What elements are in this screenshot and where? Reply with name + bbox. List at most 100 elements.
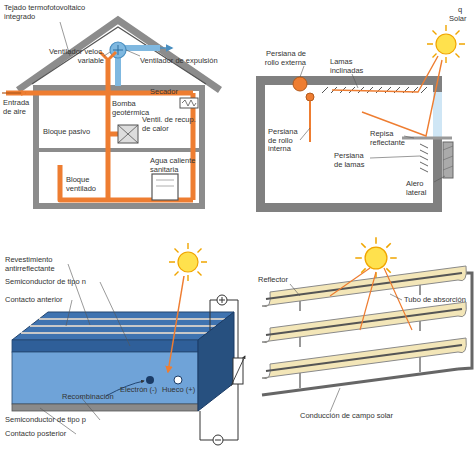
- leader-line: [100, 282, 130, 346]
- part-label: Alero lateral: [406, 180, 436, 197]
- part-label: Persiana de lamas: [334, 152, 374, 169]
- leader-line: [104, 52, 110, 56]
- part-label: Bomba geotérmica: [112, 100, 156, 117]
- water-tank: [152, 174, 178, 200]
- light-ray: [362, 60, 442, 136]
- external-circuit: [231, 356, 245, 386]
- part-label: Semiconductor de tipo n: [5, 278, 105, 287]
- external-circuit: [213, 435, 223, 445]
- part-label: Conducción de campo solar: [300, 412, 410, 421]
- absorber-tube: [266, 309, 462, 335]
- leader-line: [40, 264, 130, 434]
- sun-symbol: [427, 25, 465, 63]
- house-outline: [18, 20, 220, 90]
- part-label: Repisa reflectante: [370, 130, 404, 147]
- part-label: Ventil. de recup. de calor: [142, 116, 200, 133]
- house-outline: [36, 148, 202, 152]
- sun-symbol: [169, 243, 207, 281]
- reflective-shelf: [402, 138, 452, 139]
- part-label: Electrón (-): [120, 386, 162, 395]
- parabolic-reflector: [262, 266, 466, 379]
- air-duct: [2, 92, 26, 93]
- external-circuit: [215, 440, 221, 441]
- house-outline: [18, 20, 220, 206]
- room-wall: [256, 76, 442, 212]
- leader-line: [66, 300, 72, 326]
- symbol-label: Solar: [449, 15, 474, 24]
- leader-line: [370, 156, 420, 158]
- venetian-blind: [420, 144, 428, 172]
- dryer-symbol: [182, 100, 196, 106]
- solar-cell: [12, 312, 234, 411]
- water-tank: [152, 174, 178, 200]
- part-label: Lamas inclinadas: [330, 58, 375, 75]
- light-ray: [168, 276, 184, 372]
- roller-blind: [293, 77, 307, 91]
- leader-line: [290, 284, 300, 296]
- leader-line: [404, 136, 414, 138]
- solar-cell: [12, 404, 198, 411]
- part-label: Bloque pasivo: [43, 128, 105, 137]
- dryer-symbol: [180, 98, 198, 108]
- external-circuit: [217, 295, 227, 305]
- solar-cell: [12, 340, 198, 352]
- part-label: Bloque ventilado: [66, 176, 106, 193]
- roller-blind: [309, 101, 311, 142]
- exhaust-duct: [160, 47, 172, 49]
- roller-blind: [306, 93, 314, 101]
- leader-line: [390, 294, 402, 300]
- reflective-shelf: [402, 137, 452, 140]
- dryer-symbol: [180, 98, 198, 108]
- part-label: Persiana de rollo interna: [268, 128, 308, 154]
- external-circuit: [200, 295, 245, 445]
- water-tank: [156, 180, 174, 186]
- part-label: Revestimiento antirreflectante: [5, 256, 80, 273]
- symbol-label: q: [458, 6, 468, 15]
- leader-line: [434, 176, 445, 182]
- external-circuit: [219, 297, 225, 303]
- part-label: Ventilador de expulsión: [140, 57, 235, 66]
- leader-line: [300, 66, 304, 77]
- part-label: Persiana de rollo externa: [250, 50, 306, 67]
- leader-line: [68, 264, 90, 325]
- heat-recovery-unit: [118, 125, 138, 143]
- side-overhang: [443, 146, 453, 170]
- support-structure: [300, 285, 420, 388]
- part-label: Semiconductor de tipo p: [5, 416, 115, 425]
- light-ray: [330, 268, 412, 330]
- absorber-tube: [266, 345, 462, 371]
- parabolic-reflector: [262, 302, 466, 343]
- light-ray: [330, 268, 412, 330]
- part-label: Entrada de aire: [3, 99, 37, 116]
- leader-line: [300, 128, 310, 140]
- part-label: Agua caliente sanitaria: [150, 157, 200, 174]
- light-ray: [168, 276, 184, 372]
- side-overhang: [443, 142, 453, 178]
- solar-cell: [12, 312, 234, 340]
- charge-carrier: [174, 376, 182, 384]
- leader-line: [126, 50, 140, 56]
- part-label: Contacto anterior: [5, 296, 85, 305]
- part-label: Ventilador veloc. variable: [46, 48, 104, 65]
- part-label: Recombinación: [62, 393, 122, 402]
- venetian-blind: [420, 144, 428, 172]
- parabolic-reflector: [262, 338, 466, 379]
- leader-line: [300, 66, 445, 182]
- part-label: Hueco (+): [162, 386, 198, 395]
- room-wall: [256, 76, 442, 212]
- heat-recovery-unit: [118, 125, 138, 143]
- absorber-tube: [266, 273, 462, 371]
- part-label: Tubo de absorción: [404, 296, 474, 305]
- leader-line: [290, 284, 402, 412]
- heat-recovery-unit: [118, 125, 138, 143]
- side-overhang: [443, 142, 453, 178]
- part-label: Tejado termofotovoltaico integrado: [4, 4, 104, 21]
- charge-carrier: [146, 376, 154, 384]
- leader-line: [330, 388, 340, 412]
- solar-cell: [198, 312, 234, 411]
- part-label: Secador: [150, 88, 184, 97]
- external-circuit: [200, 300, 238, 440]
- part-label: Contacto posterior: [5, 430, 85, 439]
